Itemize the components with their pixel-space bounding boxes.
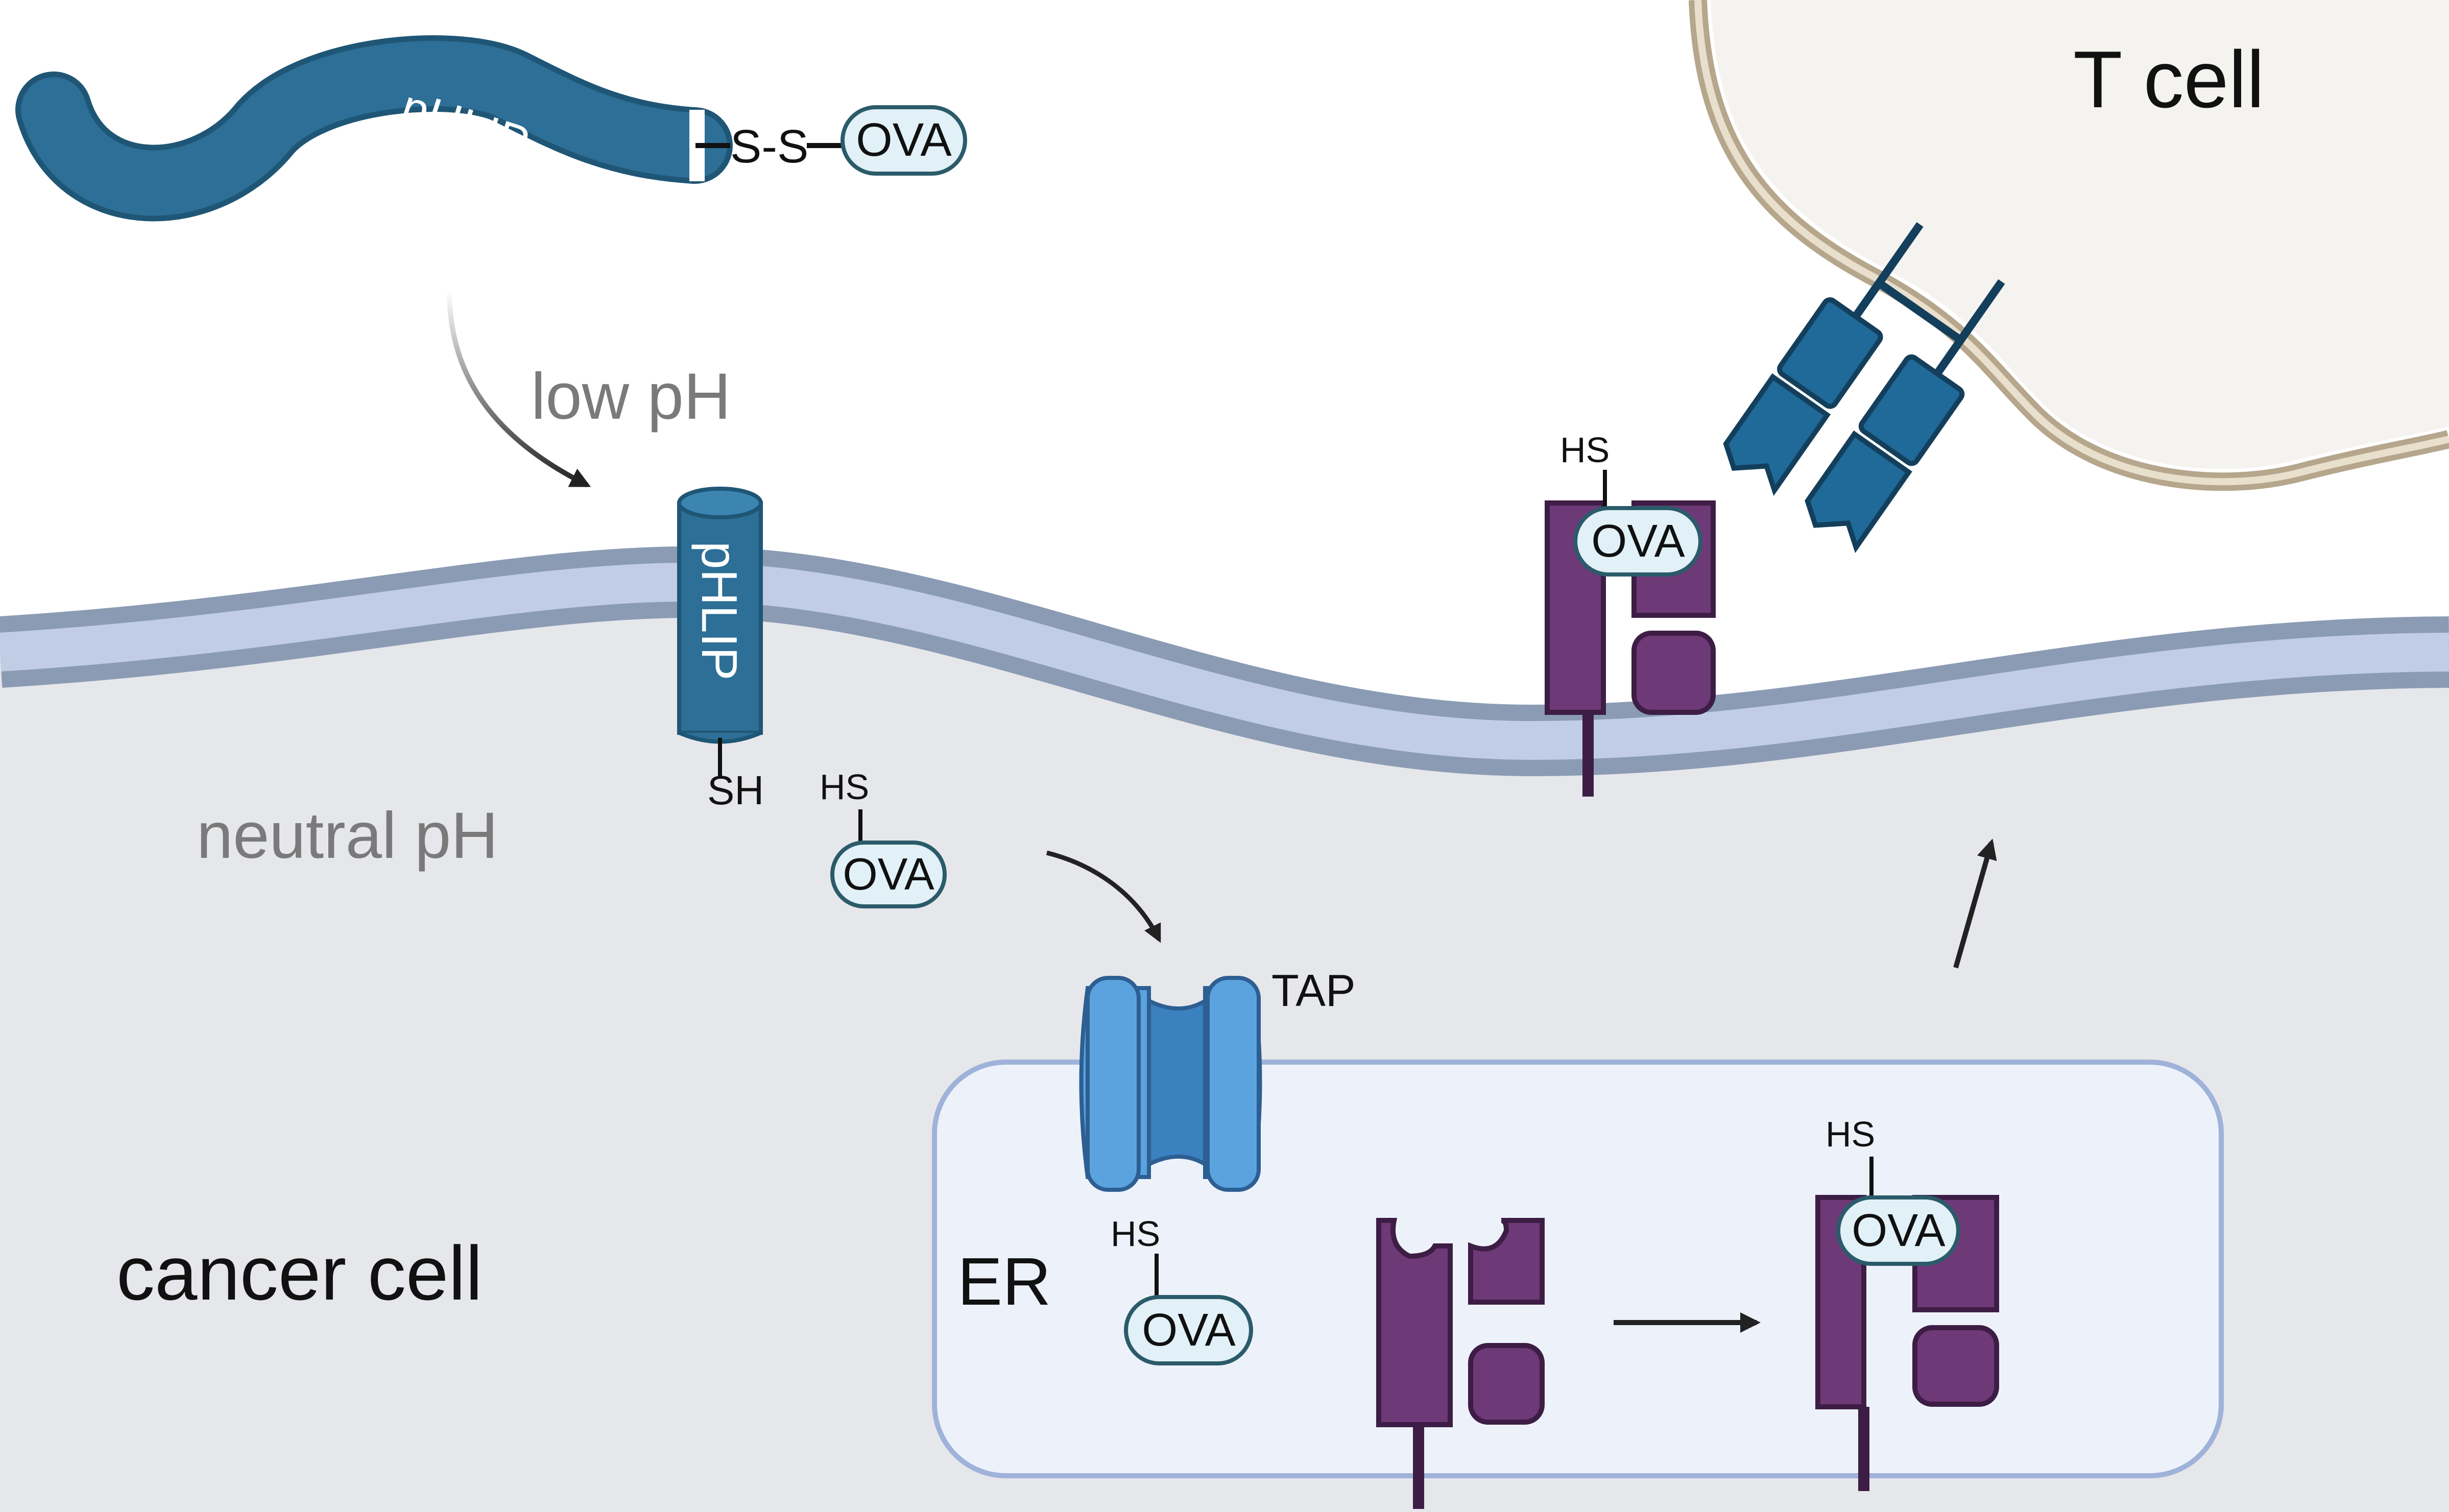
ova-mhc-er-pill <box>1836 1195 1960 1266</box>
t-cell-receptor <box>1723 222 2005 554</box>
hs-mhc-er-label: HS <box>1826 1114 1875 1154</box>
disulfide-bond-label: S-S <box>730 121 808 173</box>
hs-cytosol-label: HS <box>820 767 869 807</box>
phlip-peptide-free-fill <box>21 41 727 216</box>
ova-er-pill <box>1124 1295 1253 1365</box>
hs-er-label: HS <box>1111 1214 1160 1254</box>
ova-free-label: OVA <box>856 114 952 166</box>
ova-cytosol-pill <box>830 841 947 908</box>
ova-free-pill <box>841 105 967 176</box>
ova-mhc-er-label: OVA <box>1852 1205 1945 1256</box>
t-cell-body <box>1711 0 2449 469</box>
t-cell-label: T cell <box>2073 35 2265 125</box>
ova-er-label: OVA <box>1142 1305 1235 1356</box>
ova-cytosol-label: OVA <box>843 849 934 899</box>
tap-label: TAP <box>1271 965 1356 1016</box>
sh-label: SH <box>707 767 764 813</box>
neutral-ph-label: neutral pH <box>197 799 498 872</box>
ova-surface-label: OVA <box>1591 516 1685 567</box>
er-label: ER <box>957 1244 1051 1319</box>
phlip-membrane-inserted <box>677 487 763 776</box>
low-ph-label: low pH <box>531 360 731 433</box>
mhc-empty-er <box>1376 1218 1545 1509</box>
low-ph-arrow <box>447 291 591 488</box>
cancer-cell-label: cancer cell <box>116 1230 483 1316</box>
phlip-inserted-label: pHLIP <box>691 541 748 680</box>
plasma-membrane-inner <box>0 562 2449 760</box>
hs-surface-label: HS <box>1560 430 1610 470</box>
ova-surface-pill <box>1573 506 1702 577</box>
tap-transporter <box>1079 976 1262 1192</box>
arrow-to-tap <box>1046 850 1162 943</box>
arrow-to-surface <box>1953 838 1997 969</box>
t-cell-membrane-inner-line <box>1694 0 2449 486</box>
